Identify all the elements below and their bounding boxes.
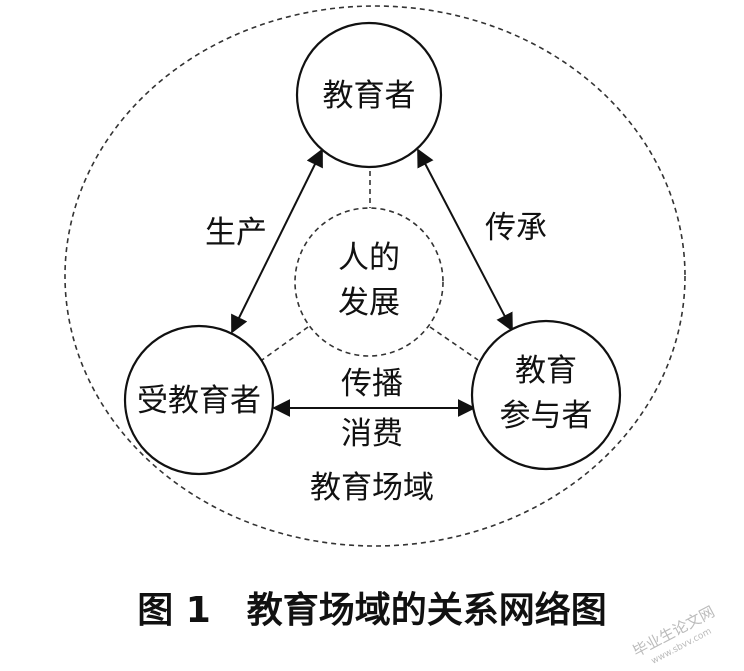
educator-node <box>295 21 443 169</box>
dissemination-label: 传播 <box>341 366 403 402</box>
watermark: 毕业生论文网 www.sbvv.com <box>630 603 718 667</box>
center-to-right-connector <box>429 326 479 361</box>
education-field-label: 教育场域 <box>310 470 434 506</box>
inheritance-arrow <box>417 148 513 332</box>
figure-caption: 图 1 教育场域的关系网络图 <box>137 589 607 631</box>
education-field-boundary <box>64 5 686 547</box>
education-participant-label-line2: 参与者 <box>500 398 593 434</box>
human-development-node <box>294 207 444 357</box>
human-development-label-line1: 人的 <box>338 240 400 276</box>
education-participant-label-line1: 教育 <box>515 353 577 389</box>
learner-label: 受教育者 <box>137 383 261 419</box>
inheritance-label: 传承 <box>485 210 547 246</box>
educator-label: 教育者 <box>323 78 416 114</box>
learner-node <box>123 324 275 476</box>
human-development-label-line2: 发展 <box>338 285 400 321</box>
production-label: 生产 <box>205 215 267 251</box>
consumption-label: 消费 <box>341 416 403 452</box>
production-arrow <box>231 148 323 334</box>
center-to-left-connector <box>261 326 309 361</box>
education-participant-node <box>470 319 622 471</box>
